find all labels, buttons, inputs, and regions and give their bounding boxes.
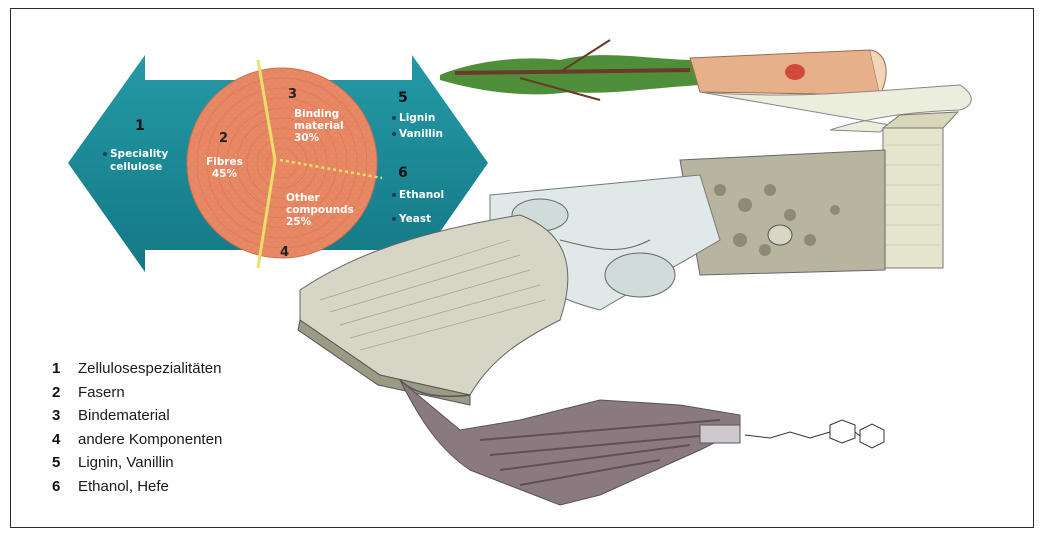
legend-number: 2 bbox=[52, 384, 78, 401]
legend-text: Bindematerial bbox=[78, 407, 170, 424]
legend-text: Ethanol, Hefe bbox=[78, 478, 169, 495]
legend-text: andere Komponenten bbox=[78, 431, 222, 448]
legend-text: Lignin, Vanillin bbox=[78, 454, 174, 471]
legend-number: 5 bbox=[52, 454, 78, 471]
fibril-sheet-image bbox=[298, 215, 568, 405]
legend-number: 1 bbox=[52, 360, 78, 377]
legend-number: 6 bbox=[52, 478, 78, 495]
legend-text: Fasern bbox=[78, 384, 125, 401]
legend-number: 4 bbox=[52, 431, 78, 448]
tree-branch-image bbox=[440, 40, 886, 100]
legend-number: 3 bbox=[52, 407, 78, 424]
legend-text: Zellulosespezialitäten bbox=[78, 360, 221, 377]
fibril-bundle-image bbox=[400, 380, 884, 505]
